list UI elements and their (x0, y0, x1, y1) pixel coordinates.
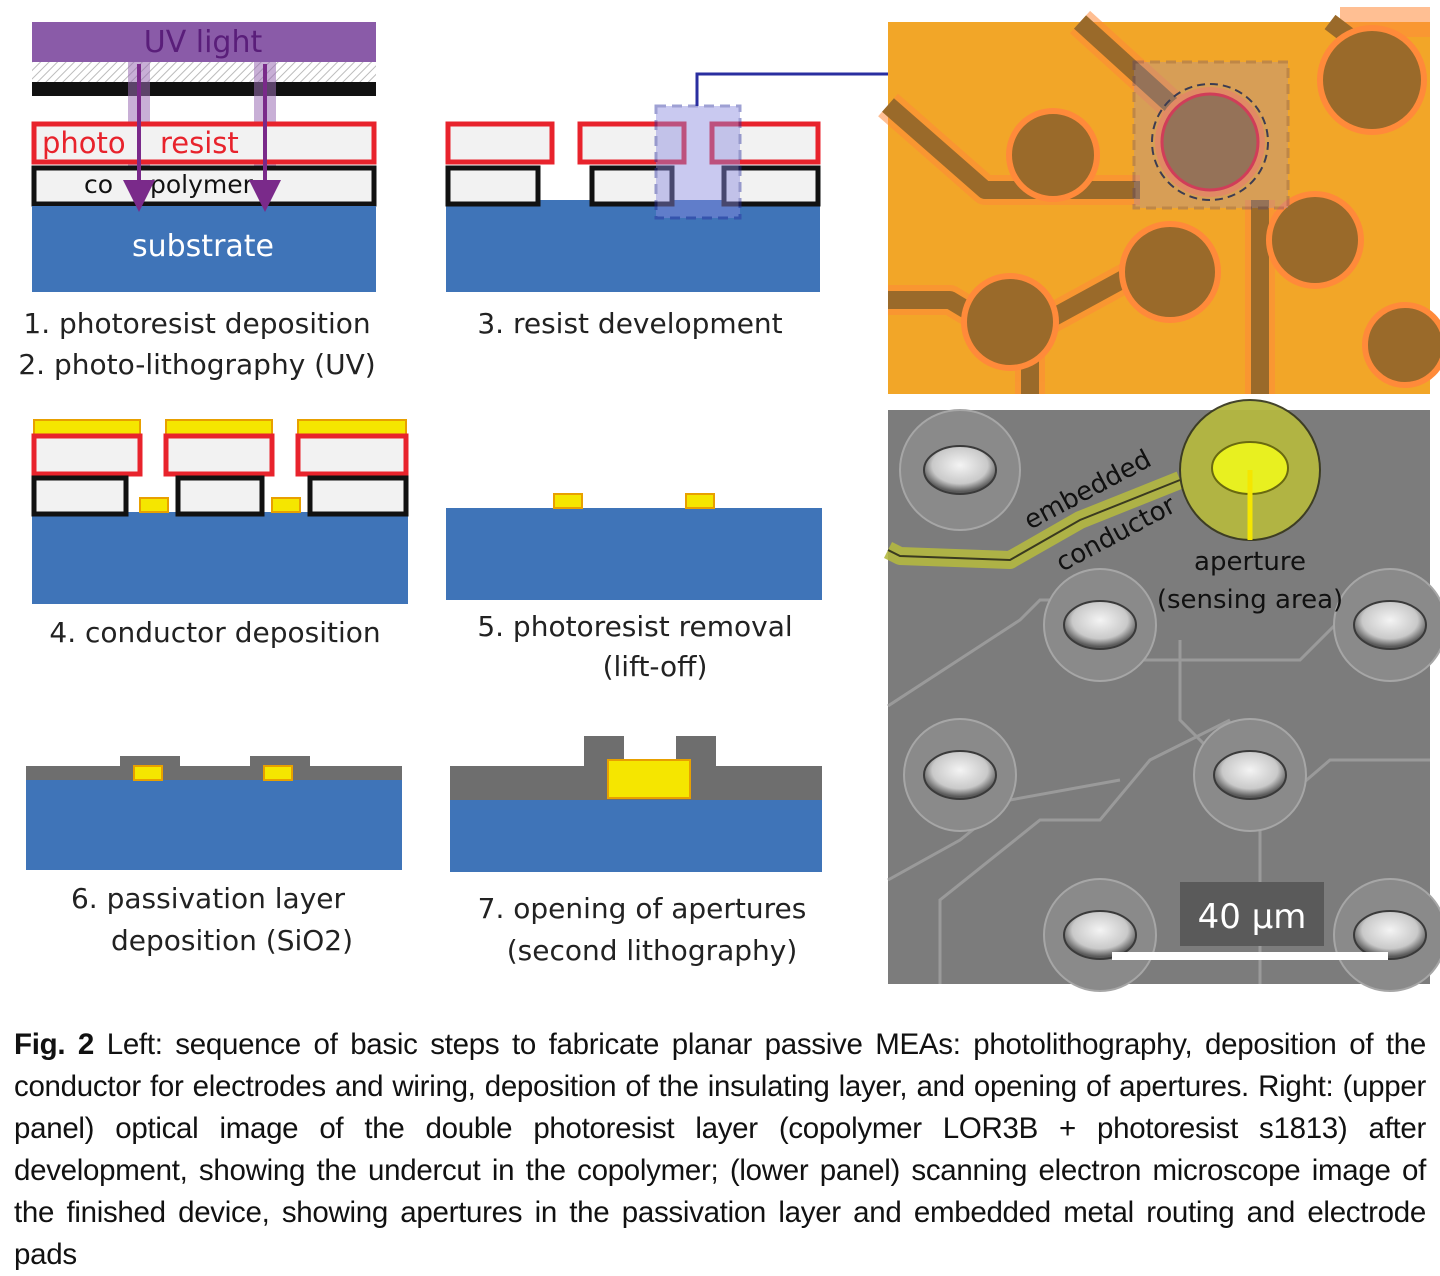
step-3-caption: 3. resist development (477, 307, 782, 340)
substrate-block (450, 800, 822, 872)
sensing-area-label: (sensing area) (1157, 585, 1343, 615)
conductor-pad-1 (139, 497, 169, 513)
optical-image-panel (878, 7, 1440, 394)
copolymer-block-1 (445, 165, 541, 207)
copolymer-layer (31, 165, 377, 207)
figure-label: Fig. 2 (14, 1028, 95, 1061)
step-4-caption: 4. conductor deposition (49, 616, 380, 649)
conductor-pad-2 (685, 493, 715, 509)
copolymer-block-2 (175, 475, 265, 517)
step-5-caption-line1: 5. photoresist removal (477, 610, 792, 643)
polymer-label: polymer (150, 170, 254, 199)
substrate-block (32, 206, 376, 292)
step-1-2-diagram: UV light photo resist co polymer substra… (18, 22, 377, 381)
step-6-caption-line1: 6. passivation layer (71, 882, 346, 915)
step-6-diagram: 6. passivation layer deposition (SiO2) (26, 756, 402, 957)
step-5-caption-line2: (lift-off) (603, 650, 708, 683)
resist-block-3 (709, 121, 821, 165)
exposed-electrode (607, 759, 691, 799)
zoom-box (1132, 60, 1290, 210)
conductor-pad-2 (271, 497, 301, 513)
conductor-pad-1 (553, 493, 583, 509)
figure-panels: UV light photo resist co polymer substra… (18, 7, 1440, 992)
scale-label-box (1180, 882, 1324, 946)
substrate-block (446, 508, 822, 600)
conductor-pad-1 (133, 765, 163, 781)
copolymer-block-2 (589, 165, 675, 207)
resist-block-3 (295, 433, 409, 477)
mask-hatched (32, 62, 376, 82)
uv-light-label: UV light (144, 25, 263, 60)
highlight-box (654, 104, 742, 220)
step-7-caption-line1: 7. opening of apertures (478, 892, 807, 925)
copolymer-block-3 (721, 165, 821, 207)
co-label: co (84, 170, 113, 199)
scale-bar (1112, 952, 1388, 960)
substrate-block (26, 780, 402, 870)
substrate-block (446, 200, 820, 292)
mask-black (32, 82, 376, 96)
step-1-caption: 1. photoresist deposition (23, 307, 370, 340)
resist-block-1 (445, 121, 555, 165)
step-6-caption-line2: deposition (SiO2) (111, 924, 353, 957)
step-3-diagram: 3. resist development (445, 104, 821, 340)
sem-image-panel: embedded conductor aperture (sensing are… (883, 399, 1440, 992)
resist-label: resist (160, 126, 239, 160)
substrate-block (32, 512, 408, 604)
step-4-diagram: 4. conductor deposition (31, 419, 409, 649)
figure-caption: Fig. 2 Left: sequence of basic steps to … (14, 1024, 1426, 1276)
scale-label: 40 μm (1198, 897, 1307, 937)
passivation-layer (26, 756, 402, 780)
photoresist-layer (31, 121, 377, 165)
resist-block-2 (577, 121, 687, 165)
step-2-caption: 2. photo-lithography (UV) (18, 348, 375, 381)
aperture-label: aperture (1194, 547, 1306, 577)
step-5-diagram: 5. photoresist removal (lift-off) (446, 493, 822, 683)
resist-block-1 (31, 433, 143, 477)
photo-label: photo (42, 126, 126, 160)
substrate-label: substrate (132, 229, 274, 264)
uv-light-bar (32, 22, 376, 62)
conductor-pad-2 (263, 765, 293, 781)
copolymer-block-3 (307, 475, 409, 517)
step-7-caption-line2: (second lithography) (507, 934, 798, 967)
caption-text: Left: sequence of basic steps to fabrica… (14, 1028, 1427, 1271)
resist-block-2 (163, 433, 275, 477)
step-7-diagram: 7. opening of apertures (second lithogra… (450, 736, 822, 967)
copolymer-block-1 (31, 475, 129, 517)
